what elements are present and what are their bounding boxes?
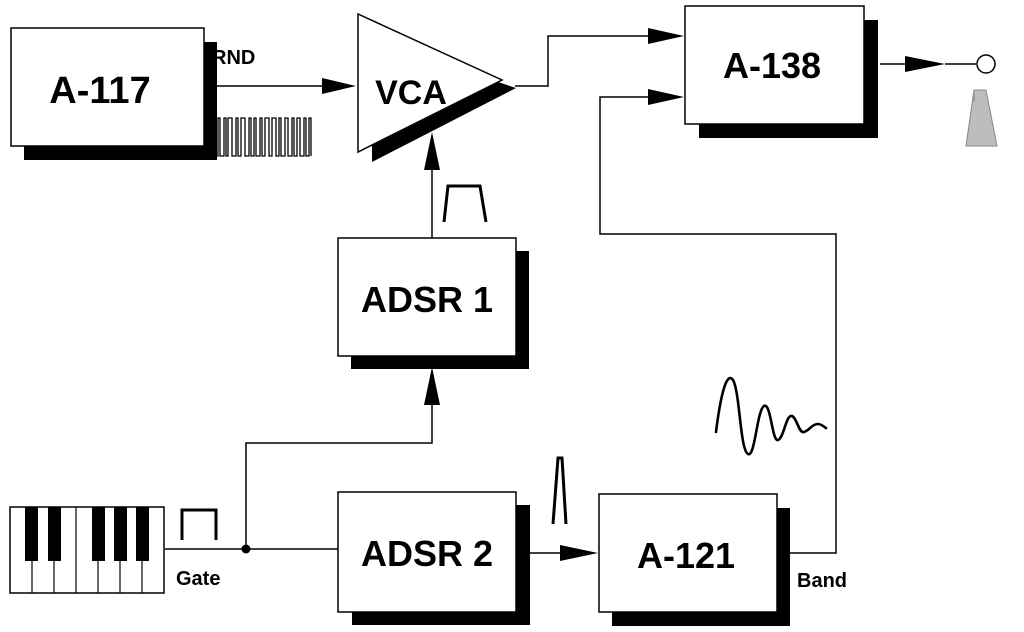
noise-waveform-icon	[211, 117, 312, 157]
arrow-to-output	[905, 56, 945, 72]
arrow-into-a138-lower	[648, 89, 684, 105]
black-key	[25, 507, 38, 561]
gate-pulse-icon	[180, 508, 218, 540]
junction-dot	[241, 544, 251, 554]
damped-oscillation-icon	[714, 376, 828, 456]
arrow-into-a121	[560, 545, 598, 561]
arrow-into-vca-control	[424, 132, 440, 170]
module-a117-box	[10, 27, 205, 147]
module-a138-box	[684, 5, 865, 125]
module-a138-label: A-138	[723, 45, 821, 86]
module-adsr1-box	[337, 237, 517, 357]
band-label: Band	[797, 570, 847, 592]
module-a121-box	[598, 493, 778, 613]
gate-label: Gate	[176, 568, 220, 590]
module-a117-label: A-117	[49, 70, 150, 112]
arrow-into-vca	[322, 78, 356, 94]
arrowheads	[322, 28, 945, 561]
module-a121: A-121	[598, 493, 790, 626]
module-a138: A-138	[684, 5, 878, 138]
module-adsr2-label: ADSR 2	[361, 533, 493, 574]
module-vca: VCA	[357, 12, 516, 162]
keyboard-icon	[9, 506, 165, 594]
black-key	[114, 507, 127, 561]
module-vca-triangle	[357, 12, 504, 154]
spike-icon	[551, 456, 568, 525]
arrow-into-adsr1	[424, 367, 440, 405]
module-adsr1-label: ADSR 1	[361, 279, 493, 320]
black-key	[48, 507, 61, 561]
wire-vca-to-a138	[515, 35, 648, 87]
output-jack-icon	[976, 54, 996, 74]
arrow-into-a138-upper	[648, 28, 684, 44]
module-adsr1: ADSR 1	[337, 237, 529, 369]
black-key	[92, 507, 105, 561]
rnd-label: RND	[212, 47, 255, 69]
speaker-icon	[965, 89, 998, 147]
wire-a121-to-a138	[599, 96, 837, 554]
module-vca-label: VCA	[375, 74, 447, 112]
black-key	[136, 507, 149, 561]
connections	[165, 35, 976, 554]
module-a117: A-117	[10, 27, 217, 160]
wire-gate-to-adsr1	[245, 405, 433, 549]
envelope-shape-icon	[442, 184, 488, 223]
module-adsr2: ADSR 2	[337, 491, 530, 625]
module-adsr2-box	[337, 491, 517, 613]
module-a121-label: A-121	[637, 535, 735, 576]
